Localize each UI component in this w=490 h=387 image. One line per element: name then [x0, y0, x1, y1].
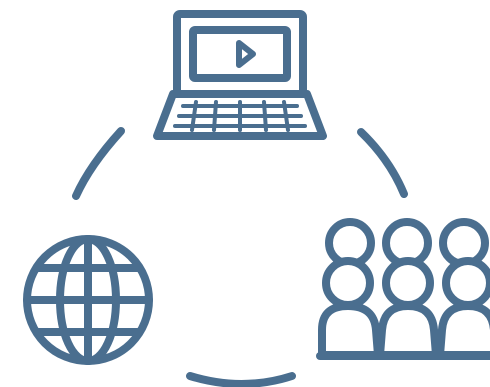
play-icon	[236, 40, 256, 68]
person-body	[318, 302, 382, 359]
person-head	[322, 257, 374, 309]
laptop-play-video-icon	[153, 10, 327, 140]
cycle-arc-left	[72, 127, 125, 200]
person-body	[436, 302, 490, 359]
person-body	[376, 302, 440, 359]
person-head	[442, 257, 490, 309]
audience-group-icon	[316, 218, 490, 360]
person-head	[382, 257, 434, 309]
cycle-arc-right	[357, 128, 408, 198]
keyboard-keys	[173, 100, 307, 132]
cycle-arc-bottom	[186, 372, 296, 387]
globe-icon	[23, 235, 153, 365]
